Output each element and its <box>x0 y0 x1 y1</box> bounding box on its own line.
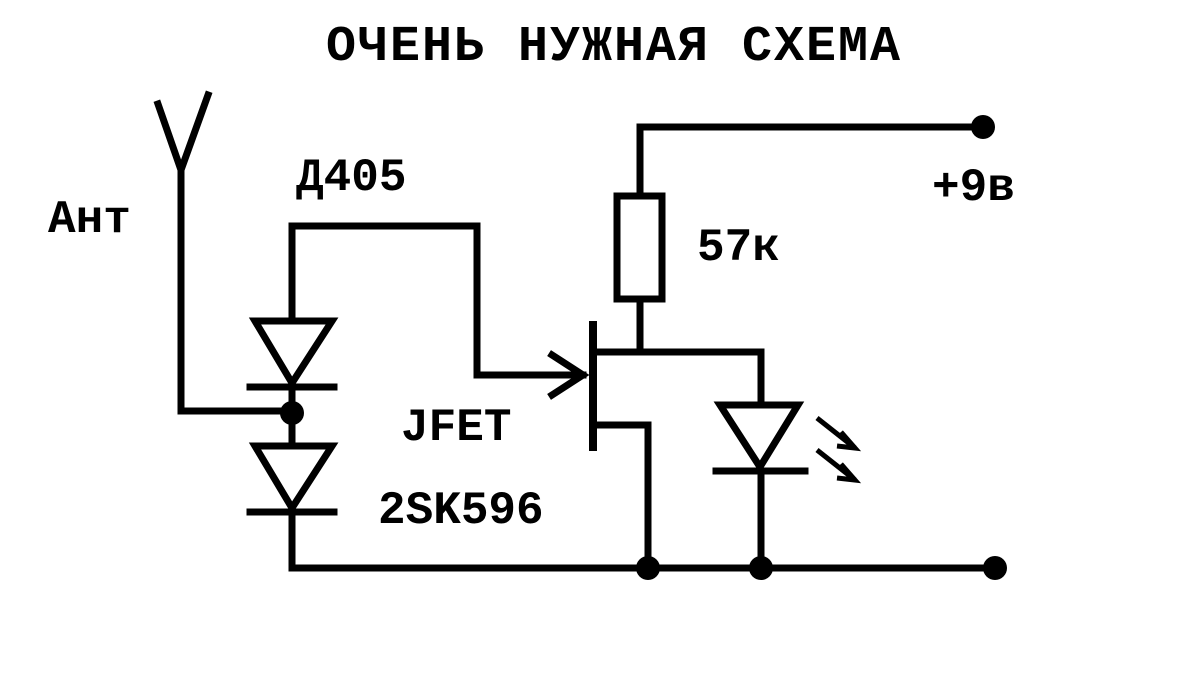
jfet-icon <box>589 321 652 572</box>
diagram-title: ОЧЕНЬ НУЖНАЯ СХЕМА <box>326 19 902 76</box>
supply-terminal <box>971 115 995 139</box>
jfet-type-label: JFET <box>401 402 511 454</box>
diode-label: Д405 <box>296 152 406 204</box>
supply-top-wire <box>636 123 984 200</box>
led-icon <box>712 401 862 572</box>
ground-terminal <box>983 556 1007 580</box>
diode-lower-icon <box>246 409 339 572</box>
resistor-label: 57к <box>697 222 780 274</box>
drain-wire <box>636 348 765 409</box>
diode-upper-icon <box>246 317 339 415</box>
antenna-icon <box>153 90 296 415</box>
resistor-icon <box>613 192 666 303</box>
gate-wire <box>288 222 587 379</box>
gate-arrow <box>547 350 590 400</box>
antenna-label: Ант <box>48 194 131 246</box>
supply-label: +9в <box>932 162 1015 214</box>
jfet-model-label: 2SK596 <box>378 485 544 537</box>
